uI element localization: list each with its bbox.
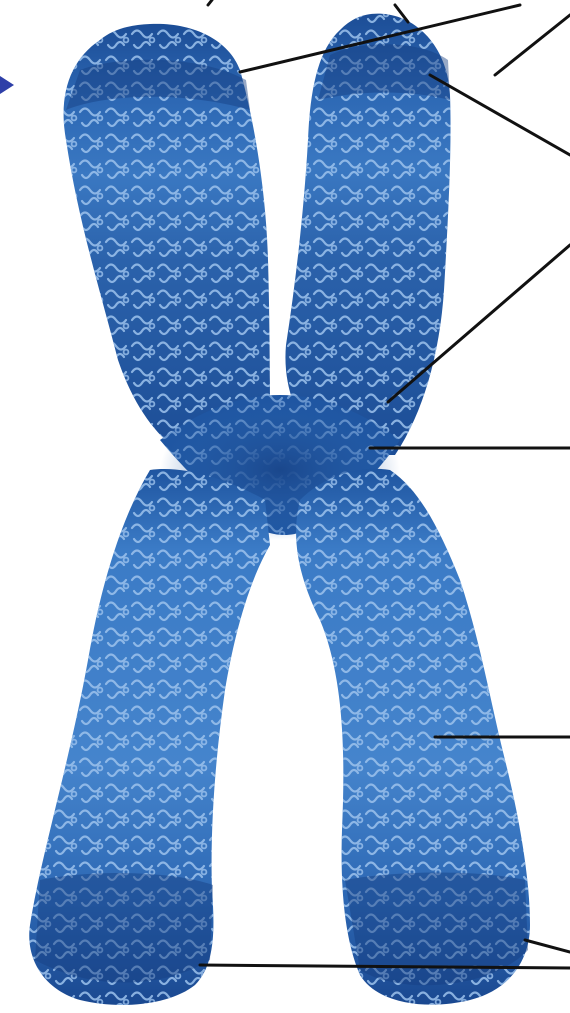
leader-line-8: [525, 940, 570, 952]
leader-line-10: [208, 0, 212, 5]
left-pointer-arrow-icon: [0, 76, 14, 94]
leader-line-3: [495, 15, 570, 75]
leader-line-4: [430, 75, 570, 155]
